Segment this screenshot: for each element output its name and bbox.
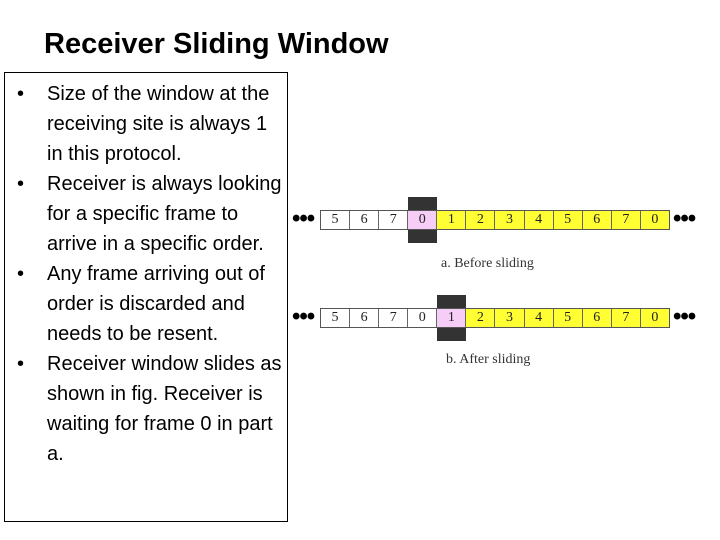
frame-cell-6: 6: [350, 309, 380, 327]
frame-cell-6: 6: [582, 309, 612, 327]
caption-after-sliding: b. After sliding: [446, 352, 531, 367]
frame-cell-1-in-window: 1: [437, 309, 467, 327]
bullet-item: Any frame arriving out of order is disca…: [5, 259, 287, 349]
left-ellipsis-before: •••: [292, 205, 315, 232]
frame-cell-7: 7: [611, 211, 641, 229]
bullet-item: Size of the window at the receiving site…: [5, 79, 287, 169]
slide-title: Receiver Sliding Window: [44, 28, 389, 60]
right-ellipsis-after: •••: [673, 303, 696, 330]
frame-cell-4: 4: [524, 309, 554, 327]
frame-cell-4: 4: [524, 211, 554, 229]
frame-cell-0: 0: [408, 309, 438, 327]
right-ellipsis-before: •••: [673, 205, 696, 232]
frame-cell-5: 5: [553, 211, 583, 229]
frame-cell-3: 3: [495, 211, 525, 229]
frame-cell-2: 2: [466, 211, 496, 229]
frame-cell-6: 6: [582, 211, 612, 229]
frame-cell-6: 6: [350, 211, 380, 229]
bullet-item: Receiver is always looking for a specifi…: [5, 169, 287, 259]
frame-cell-3: 3: [495, 309, 525, 327]
frame-cell-7: 7: [379, 309, 409, 327]
bullet-text-box: Size of the window at the receiving site…: [4, 72, 288, 522]
frame-cell-5: 5: [321, 211, 351, 229]
frame-cell-5: 5: [321, 309, 351, 327]
frame-cell-5: 5: [553, 309, 583, 327]
frame-cell-7: 7: [379, 211, 409, 229]
frame-cell-2: 2: [466, 309, 496, 327]
frame-cell-0: 0: [640, 211, 669, 229]
left-ellipsis-after: •••: [292, 303, 315, 330]
bullet-item: Receiver window slides as shown in fig. …: [5, 349, 287, 469]
frame-cell-7: 7: [611, 309, 641, 327]
frame-cell-0-in-window: 0: [408, 211, 438, 229]
frame-cell-0: 0: [640, 309, 669, 327]
frame-cell-1: 1: [437, 211, 467, 229]
caption-before-sliding: a. Before sliding: [441, 256, 534, 271]
bullet-list: Size of the window at the receiving site…: [5, 79, 287, 469]
